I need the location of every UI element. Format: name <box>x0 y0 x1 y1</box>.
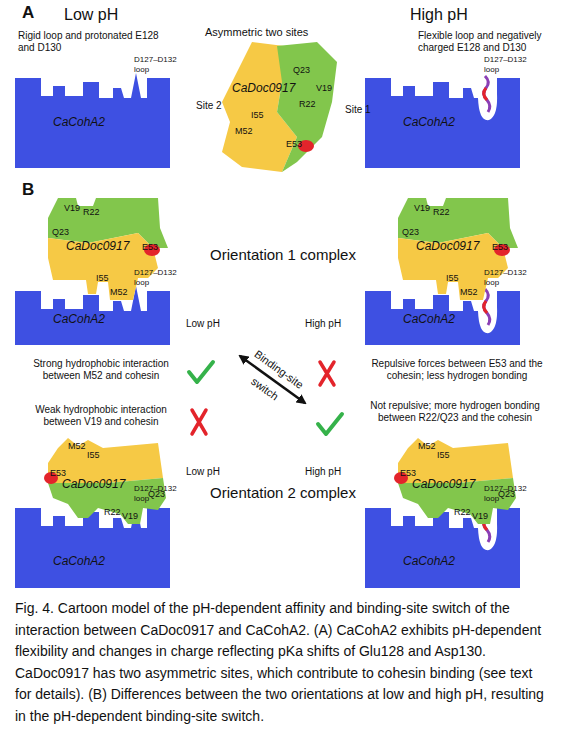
protein-name: CaDoc0917 <box>66 240 129 253</box>
site2-region <box>48 233 158 300</box>
orientation-label: Orientation 2 complex <box>208 484 358 502</box>
residue-label: R22 <box>299 100 316 110</box>
protein-name: CaCohA2 <box>403 116 455 129</box>
annotation: Asymmetric two sites <box>205 26 335 39</box>
residue-label: R22 <box>104 508 121 518</box>
residue-label: M52 <box>418 442 436 452</box>
site-label: Site 2 <box>196 100 222 112</box>
residue-label: V19 <box>64 204 80 214</box>
site-label: Site 1 <box>345 104 371 116</box>
cohesin-node: CaCohA2 <box>15 70 170 168</box>
protein-name: CaCohA2 <box>403 555 455 568</box>
dockerin-outline <box>222 42 337 172</box>
residue-label: E53 <box>142 243 158 253</box>
residue-label: I55 <box>87 451 100 461</box>
dockerin-node: V19R22Q23CaDoc0917 E53I55M52 <box>398 198 518 303</box>
protein-name: CaDoc0917 <box>232 82 295 95</box>
condition-label: Low pH <box>64 5 118 24</box>
site1-region <box>277 42 337 172</box>
condition-label: High pH <box>305 318 341 330</box>
protein-name: CaCohA2 <box>53 313 105 326</box>
charged-residue <box>484 88 487 100</box>
loop-label: D127–D132 loop <box>134 484 180 503</box>
cross-mark <box>320 362 334 385</box>
check-mark <box>189 362 213 382</box>
cohesin-shape <box>365 78 520 168</box>
residue-label: R22 <box>83 208 100 218</box>
cross-mark <box>192 410 206 434</box>
switch-label: Binding-site switch <box>226 336 319 422</box>
orientation-label: Orientation 1 complex <box>208 246 358 264</box>
residue-label: E53 <box>286 140 302 150</box>
condition-label: High pH <box>410 5 468 24</box>
residue-label: M52 <box>460 288 478 298</box>
protein-name: CaCohA2 <box>53 116 105 129</box>
site2-region <box>398 438 513 483</box>
dockerin-node: M52I55E53CaDoc0917Q23R22V19 <box>48 438 168 528</box>
protein-name: CaDoc0917 <box>416 240 479 253</box>
flexible-loop <box>484 506 490 542</box>
protein-name: CaDoc0917 <box>412 478 475 491</box>
cohesin-node: CaCohA2 <box>365 70 520 168</box>
residue-label: V19 <box>414 204 430 214</box>
figure-caption: Fig. 4. Cartoon model of the pH-dependen… <box>15 598 552 727</box>
residue-label: I55 <box>446 274 459 284</box>
residue-label: Q23 <box>293 66 310 76</box>
protein-name: CaCohA2 <box>403 313 455 326</box>
check-mark <box>318 414 342 434</box>
cohesin-shape <box>365 291 520 345</box>
condition-label: High pH <box>305 466 341 478</box>
annotation: Rigid loop and protonated E128 and D130 <box>18 30 168 54</box>
residue-label: M52 <box>235 127 253 137</box>
residue-label: Q23 <box>52 228 69 238</box>
flexible-loop <box>484 76 490 112</box>
annotation: Flexible loop and negatively charged E12… <box>418 30 558 54</box>
residue-label: I55 <box>437 451 450 461</box>
residue-label: I55 <box>96 274 109 284</box>
panel-letter: A <box>22 3 34 23</box>
panel-letter: B <box>22 180 34 200</box>
site2-region <box>398 233 508 300</box>
loop-label: D127–D132 loop <box>134 268 180 287</box>
charged-residue <box>484 518 487 530</box>
dockerin-node: M52I55E53CaDoc0917Q23R22V19 <box>398 438 518 528</box>
outcome-note: Repulsive forces between E53 and the coh… <box>357 358 557 382</box>
site2-region <box>48 438 163 483</box>
loop-label: D127–D132 loop <box>484 268 530 287</box>
flexible-loop <box>484 289 490 325</box>
outcome-note: Not repulsive; more hydrogen bonding bet… <box>350 400 560 424</box>
residue-label: E53 <box>492 243 508 253</box>
loop-label: D127–D132 loop <box>484 55 530 74</box>
residue-label: V19 <box>472 512 488 522</box>
cohesin-shape <box>365 508 520 588</box>
charged-residue <box>484 301 487 313</box>
cohesin-shape <box>15 286 170 345</box>
residue-label: I55 <box>251 111 264 121</box>
residue-label: Q23 <box>402 228 419 238</box>
residue-label: R22 <box>433 208 450 218</box>
residue-label: M52 <box>68 442 86 452</box>
outcome-note: Weak hydrophobic interaction between V19… <box>20 404 182 428</box>
dockerin-node: V19R22Q23CaDoc0917 E53I55M52 <box>48 198 168 303</box>
residue-label: V19 <box>316 84 332 94</box>
cohesin-shape <box>15 73 170 168</box>
condition-label: Low pH <box>186 318 220 330</box>
protein-name: CaDoc0917 <box>62 478 125 491</box>
residue-label: R22 <box>454 508 471 518</box>
protein-name: CaCohA2 <box>53 555 105 568</box>
condition-label: Low pH <box>186 466 220 478</box>
residue-label: M52 <box>110 288 128 298</box>
loop-label: D127–D132 loop <box>134 55 180 74</box>
cohesin-shape <box>15 503 170 588</box>
residue-label: V19 <box>122 512 138 522</box>
outcome-note: Strong hydrophobic interaction between M… <box>20 358 182 382</box>
loop-label: D127–D132 loop <box>484 484 530 503</box>
dockerin-node: Q23V19R22 CaDoc0917I55M52E53 <box>222 42 337 172</box>
